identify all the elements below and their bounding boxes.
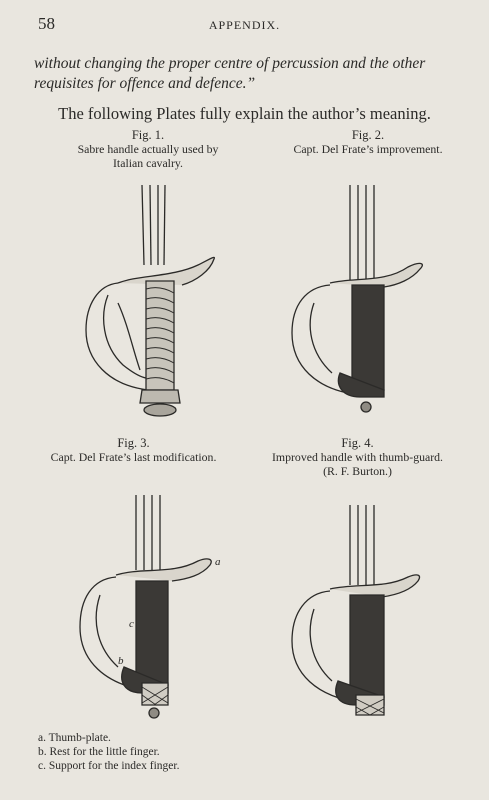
fig2-caption: Fig. 2. Capt. Del Frate’s improvement.: [268, 128, 468, 156]
legend-item: a. Thumb-plate.: [38, 731, 180, 745]
fig1-label: Fig. 1.: [131, 128, 165, 142]
quote-text: without changing the proper centre of pe…: [34, 55, 426, 92]
fig3-caption-line1: Capt. Del Frate’s last modification.: [50, 450, 217, 464]
fig1-caption-line2: Italian cavalry.: [113, 156, 183, 170]
legend-text: Thumb-plate.: [48, 732, 111, 744]
page-number: 58: [38, 14, 55, 33]
callout-a: a: [215, 556, 221, 568]
legend-key: a.: [38, 732, 46, 744]
fig4-sabre-illustration: [280, 505, 430, 725]
legend-item: b. Rest for the little finger.: [38, 745, 180, 759]
fig4-label: Fig. 4.: [341, 436, 374, 450]
legend-key: b.: [38, 746, 47, 758]
lead-sentence: The following Plates fully explain the a…: [58, 104, 431, 123]
fig2-sabre-illustration: [280, 185, 430, 420]
fig3-label: Fig. 3.: [117, 436, 150, 450]
legend-item: c. Support for the index finger.: [38, 759, 180, 773]
fig1-caption: Fig. 1. Sabre handle actually used by It…: [48, 128, 248, 170]
fig4-caption: Fig. 4. Improved handle with thumb-guard…: [240, 436, 475, 478]
callout-c: c: [129, 618, 134, 630]
fig2-caption-line1: Capt. Del Frate’s improvement.: [293, 142, 443, 156]
fig4-caption-line1: Improved handle with thumb-guard.: [271, 450, 443, 464]
legend-text: Support for the index finger.: [48, 760, 180, 772]
fig1-sabre-illustration: [78, 185, 218, 420]
fig1-caption-line1: Sabre handle actually used by: [77, 142, 219, 156]
fig2-label: Fig. 2.: [351, 128, 385, 142]
fig3-caption: Fig. 3. Capt. Del Frate’s last modificat…: [26, 436, 241, 464]
callout-b: b: [118, 655, 124, 667]
fig3-sabre-illustration: [72, 495, 222, 720]
running-head: APPENDIX.: [208, 18, 281, 32]
fig4-caption-line2: (R. F. Burton.): [323, 464, 392, 478]
legend-text: Rest for the little finger.: [49, 746, 160, 758]
figure-legend: a. Thumb-plate. b. Rest for the little f…: [38, 731, 180, 773]
legend-key: c.: [38, 760, 46, 772]
